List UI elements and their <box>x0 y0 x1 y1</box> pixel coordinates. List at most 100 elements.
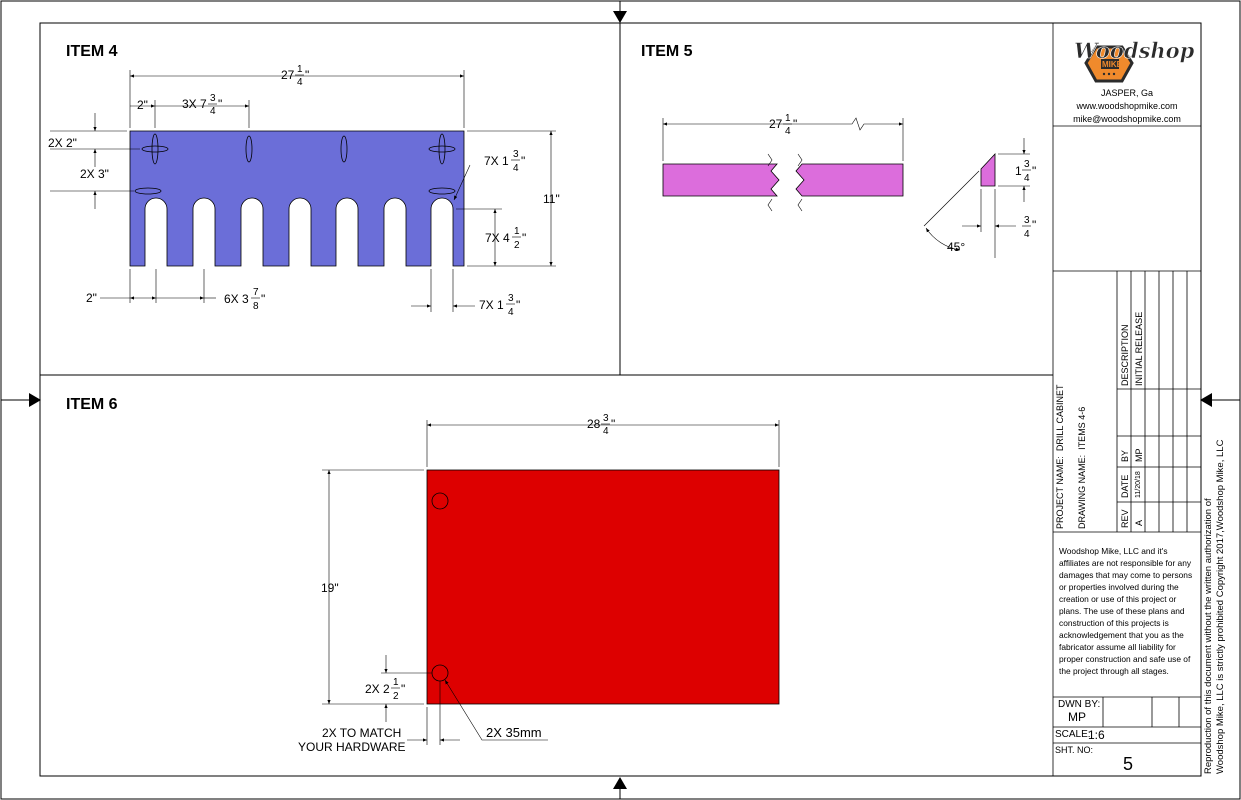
item6-title: ITEM 6 <box>66 396 118 413</box>
dim-panel-width-num: 3 <box>603 413 609 424</box>
inch-mark: " <box>516 298 520 312</box>
dim-hole-offset-num: 1 <box>393 677 399 688</box>
dim-panel-width-den: 4 <box>603 426 609 437</box>
item4-part: 2 7 1 4 " 2" 3X 7 3 4 " 2X 2" 2X 3" 11" 7… <box>48 64 560 318</box>
scale-label: SCALE: <box>1055 729 1091 740</box>
hinge-hole <box>431 492 449 510</box>
description-value: INITIAL RELEASE <box>1134 311 1144 386</box>
dim-overall-width-num: 1 <box>297 64 303 75</box>
dim-slot-width: 7X 1 <box>484 154 509 168</box>
dim-slot-depth: 7X 4 <box>485 231 510 245</box>
inch-mark: " <box>305 68 309 82</box>
item4-title: ITEM 4 <box>66 43 118 60</box>
drawn-by-value: MP <box>1068 710 1086 724</box>
dim-bottom-slot-den: 4 <box>508 307 514 318</box>
copyright-line-1: Reproduction of this document without th… <box>1203 498 1214 774</box>
slot-vertical <box>438 133 446 165</box>
center-mark-bottom <box>613 777 627 789</box>
slot-vertical <box>151 133 159 165</box>
note-match-hardware-1: 2X TO MATCH <box>322 726 401 740</box>
liability-disclaimer: Woodshop Mike, LLC and it's affiliates a… <box>1059 546 1193 676</box>
by-value: MP <box>1134 448 1144 463</box>
dim-hole-spacing-den: 4 <box>210 106 216 117</box>
dim-strip-length-num: 1 <box>785 113 791 124</box>
inch-mark: " <box>261 292 265 306</box>
inch-mark: " <box>1032 164 1036 178</box>
location-text: JASPER, Ga <box>1100 88 1154 98</box>
dim-profile-height: 1 <box>1015 164 1022 178</box>
slot-vertical <box>340 135 348 163</box>
inch-mark: " <box>611 417 615 431</box>
inch-mark: " <box>522 231 526 245</box>
sheet-number: 5 <box>1123 754 1134 774</box>
dim-edge-second: 2X 3" <box>80 167 109 181</box>
note-match-hardware-2: YOUR HARDWARE <box>298 740 406 754</box>
dim-slot-spacing-num: 7 <box>253 287 259 298</box>
dim-left-margin: 2" <box>137 98 148 112</box>
project-name-field: PROJECT NAME: DRILL CABINET <box>1055 384 1065 529</box>
logo-wordmark: Woodshop <box>1074 38 1195 63</box>
center-mark-right <box>1200 393 1212 407</box>
dim-slot-width-num: 3 <box>513 149 519 160</box>
slot-horizontal <box>428 145 456 153</box>
dim-overall-width-den: 4 <box>297 77 303 88</box>
dim-profile-thickness-den: 4 <box>1024 229 1030 240</box>
dim-hole-spacing: 3X 7 <box>182 97 207 111</box>
title-block <box>1052 23 1201 776</box>
dim-hole-diameter: 2X 35mm <box>486 725 542 740</box>
email-link[interactable]: mike@woodshopmike.com <box>1073 114 1181 124</box>
logo-subtext: MIKE <box>1102 60 1123 69</box>
date-header: DATE <box>1120 474 1130 498</box>
dim-slot-depth-num: 1 <box>514 226 520 237</box>
center-mark-top <box>613 11 627 23</box>
dim-bottom-slot-num: 3 <box>508 293 514 304</box>
project-name-label: PROJECT NAME: <box>1055 456 1065 529</box>
center-mark-left <box>29 393 41 407</box>
dim-slot-depth-den: 2 <box>514 240 520 251</box>
slot-horizontal <box>141 145 169 153</box>
rev-header: REV <box>1120 509 1130 528</box>
item5-end-profile <box>980 152 996 187</box>
item5-strip-right <box>795 163 904 197</box>
copyright-notice: Reproduction of this document without th… <box>1203 440 1227 774</box>
dim-bottom-slot: 7X 1 <box>479 298 504 312</box>
dim-hole-spacing-num: 3 <box>210 93 216 104</box>
item6-part: 28 3 4 " 19" 2X 2 1 2 " 2X TO MATCH YOUR… <box>298 413 780 754</box>
project-name-value: DRILL CABINET <box>1055 384 1065 452</box>
date-value: 11/20/18 <box>1135 471 1142 498</box>
slot-horizontal <box>134 187 162 195</box>
dim-profile-thickness-num: 3 <box>1024 215 1030 226</box>
item6-panel <box>426 469 780 705</box>
drawn-by-label: DWN BY: <box>1058 699 1101 710</box>
slot-vertical <box>245 135 253 163</box>
dim-hole-offset-den: 2 <box>393 691 399 702</box>
dim-strip-length: 27 <box>769 117 783 131</box>
inch-mark: " <box>401 682 405 696</box>
dim-profile-height-den: 4 <box>1024 173 1030 184</box>
item4-panel <box>129 130 465 267</box>
description-header: DESCRIPTION <box>1120 324 1130 386</box>
dim-panel-width: 28 <box>587 417 601 431</box>
copyright-line-2: Woodshop Mike, LLC is strictly prohibite… <box>1215 439 1226 774</box>
inch-mark: " <box>1032 218 1036 232</box>
drawing-name-field: DRAWING NAME: ITEMS 4-6 <box>1077 407 1087 529</box>
dim-slot-width-den: 4 <box>513 163 519 174</box>
woodshop-mike-logo: Woodshop MIKE <box>1074 38 1195 83</box>
drawing-name-label: DRAWING NAME: <box>1077 454 1087 529</box>
item5-title: ITEM 5 <box>641 43 693 60</box>
dim-height: 11" <box>543 192 560 206</box>
drawing-name-value: ITEMS 4-6 <box>1077 406 1087 450</box>
dim-panel-height: 19" <box>321 581 339 595</box>
inch-mark: " <box>521 154 525 168</box>
inch-mark: " <box>793 117 797 131</box>
dim-hole-offset: 2X 2 <box>365 682 390 696</box>
dim-profile-height-num: 3 <box>1024 159 1030 170</box>
dim-edge-top: 2X 2" <box>48 136 77 150</box>
sheet-label: SHT. NO: <box>1055 745 1094 755</box>
dim-bottom-margin: 2" <box>86 291 97 305</box>
website-link[interactable]: www.woodshopmike.com <box>1076 101 1178 111</box>
dim-angle: 45° <box>947 240 965 254</box>
dim-strip-length-den: 4 <box>785 126 791 137</box>
item5-strip-left <box>662 163 780 197</box>
